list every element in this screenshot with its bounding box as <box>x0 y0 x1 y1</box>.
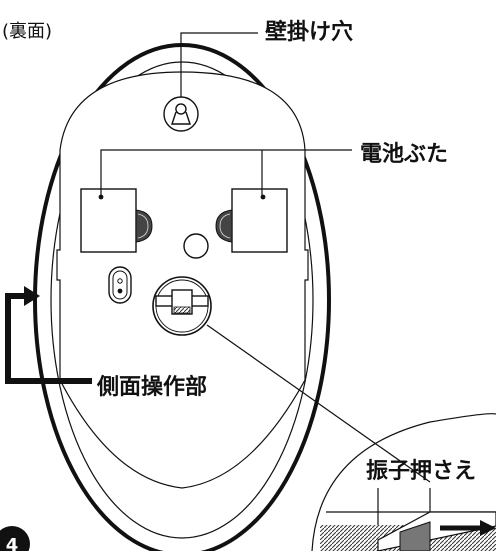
side-arrow <box>5 286 92 384</box>
center-round-button <box>183 233 209 259</box>
svg-text:4: 4 <box>6 535 19 551</box>
pendulum-leader <box>206 324 431 483</box>
battery-cover-leader <box>100 149 352 195</box>
detail-zoom <box>311 413 496 552</box>
battery-cover-right <box>215 188 288 253</box>
wall-hook-label: 壁掛け穴 <box>265 20 354 45</box>
wall-hook-leader <box>180 32 258 97</box>
wall-hook-hole <box>163 96 199 132</box>
pendulum-holder <box>152 276 212 336</box>
battery-cover-label: 電池ぶた <box>360 142 449 167</box>
switch-slot <box>108 266 132 304</box>
view-label: (裏面) <box>2 21 53 42</box>
step-number-badge: 4 <box>0 526 30 555</box>
battery-cover-left <box>80 188 153 253</box>
pendulum-holder-label: 振子押さえ <box>366 459 477 484</box>
side-control-label: 側面操作部 <box>97 375 208 400</box>
